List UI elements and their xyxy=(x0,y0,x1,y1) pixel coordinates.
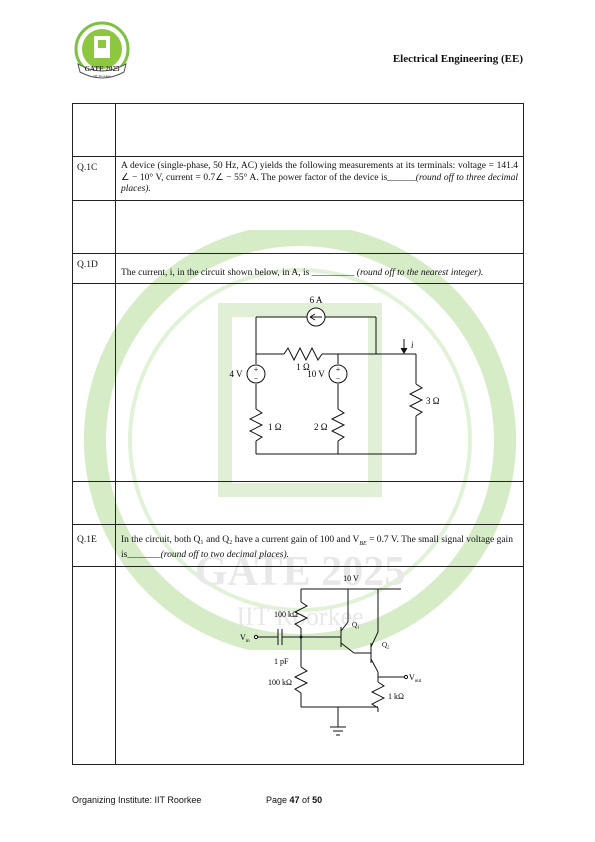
label-q2: Q₂ xyxy=(382,641,390,649)
label-r2: 100 kΩ xyxy=(268,678,292,687)
current-source-arrow xyxy=(309,313,322,321)
logo-text: GATE 2025 xyxy=(84,65,120,73)
label-q1: Q₁ xyxy=(352,621,360,629)
voltage-source-left xyxy=(246,364,266,384)
spacer-row xyxy=(72,103,524,157)
q1e-text: In the circuit, both Q₁ and Q₂ have a cu… xyxy=(121,535,360,545)
circuit-2-diagram: 10 V 100 kΩ 100 kΩ 1 pF Vin Q₁ Q₂ Vout 1… xyxy=(240,574,422,736)
question-text: In the circuit, both Q₁ and Q₂ have a cu… xyxy=(115,524,524,567)
figure-row: 10 V 100 kΩ 100 kΩ 1 pF Vin Q₁ Q₂ Vout 1… xyxy=(72,565,524,765)
circuit-1-diagram: 6 A 1 Ω + − 4 V + − 10 V i 3 Ω 1 Ω 2 Ω xyxy=(229,295,440,455)
question-number: Q.1D xyxy=(72,252,116,284)
page-total: 50 xyxy=(312,795,323,805)
label-re: 1 kΩ xyxy=(388,692,404,701)
label-v-left: 4 V xyxy=(229,369,243,379)
q1d-hint: (round off to the nearest integer). xyxy=(356,267,484,278)
q1e-hint: (round off to two decimal places). xyxy=(160,550,290,561)
question-number: Q.1E xyxy=(72,524,116,567)
input-terminal xyxy=(253,634,259,639)
label-r-right: 3 Ω xyxy=(426,396,440,406)
svg-text:−: − xyxy=(254,374,259,383)
spacer-row xyxy=(72,199,524,254)
label-vin-sub: in xyxy=(246,639,250,644)
circuit-figure-1: 6 A 1 Ω + − 4 V + − 10 V i 3 Ω 1 Ω 2 Ω xyxy=(115,283,524,482)
question-number: Q.1C xyxy=(72,156,116,201)
label-current-source: 6 A xyxy=(310,295,323,305)
label-cap: 1 pF xyxy=(274,657,289,666)
page-number: 47 xyxy=(289,795,300,805)
label-supply: 10 V xyxy=(343,574,359,583)
label-r-bm: 2 Ω xyxy=(314,422,328,432)
q1d-text: The current, i, in the circuit shown bel… xyxy=(121,267,310,278)
label-current-i: i xyxy=(411,340,414,350)
output-terminal xyxy=(403,674,409,679)
question-table: Q.1C A device (single-phase, 50 Hz, AC) … xyxy=(72,103,524,765)
answer-blank: _________ xyxy=(311,267,355,278)
label-vout-sub: out xyxy=(415,679,422,684)
q1e-sub: BE xyxy=(359,540,367,547)
answer-blank: ______ xyxy=(387,172,416,183)
voltage-source-mid xyxy=(328,364,348,384)
svg-text:−: − xyxy=(336,374,341,383)
svg-text:+: + xyxy=(254,365,259,374)
label-r-top: 1 Ω xyxy=(296,362,310,372)
label-r1: 100 kΩ xyxy=(274,610,298,619)
svg-text:Vin: Vin xyxy=(240,633,250,644)
logo-sub: IIT Roorkee xyxy=(93,74,111,78)
question-row: Q.1E In the circuit, both Q₁ and Q₂ have… xyxy=(72,524,524,567)
footer-page: Page 47 of 50 xyxy=(266,795,323,805)
exam-title: Electrical Engineering (EE) xyxy=(392,53,523,65)
footer-org: Organizing Institute: IIT Roorkee xyxy=(72,795,202,805)
question-text: A device (single-phase, 50 Hz, AC) yield… xyxy=(115,156,524,201)
svg-text:Vout: Vout xyxy=(409,673,422,684)
label-r-bl: 1 Ω xyxy=(268,422,282,432)
spacer-row xyxy=(72,481,524,525)
q1c-text: A device (single-phase, 50 Hz, AC) yield… xyxy=(121,161,518,183)
question-row: Q.1C A device (single-phase, 50 Hz, AC) … xyxy=(72,156,524,201)
label-v-mid: 10 V xyxy=(307,369,325,379)
svg-text:+: + xyxy=(336,365,341,374)
q1e-text2: = 0.7 V. The small signal voltage gain i… xyxy=(121,535,513,561)
q1c-hint: (round off to three decimal places). xyxy=(121,172,518,195)
figure-row: 6 A 1 Ω + − 4 V + − 10 V i 3 Ω 1 Ω 2 Ω xyxy=(72,283,524,482)
question-row: Q.1D The current, i, in the circuit show… xyxy=(72,252,524,284)
gate-logo: GATE 2025 IIT Roorkee xyxy=(74,21,130,79)
question-text: The current, i, in the circuit shown bel… xyxy=(115,252,524,284)
circuit-figure-2: 10 V 100 kΩ 100 kΩ 1 pF Vin Q₁ Q₂ Vout 1… xyxy=(115,565,524,765)
label-vin: V xyxy=(240,633,246,642)
label-vout: V xyxy=(409,673,415,682)
answer-blank: _______ xyxy=(127,550,161,561)
